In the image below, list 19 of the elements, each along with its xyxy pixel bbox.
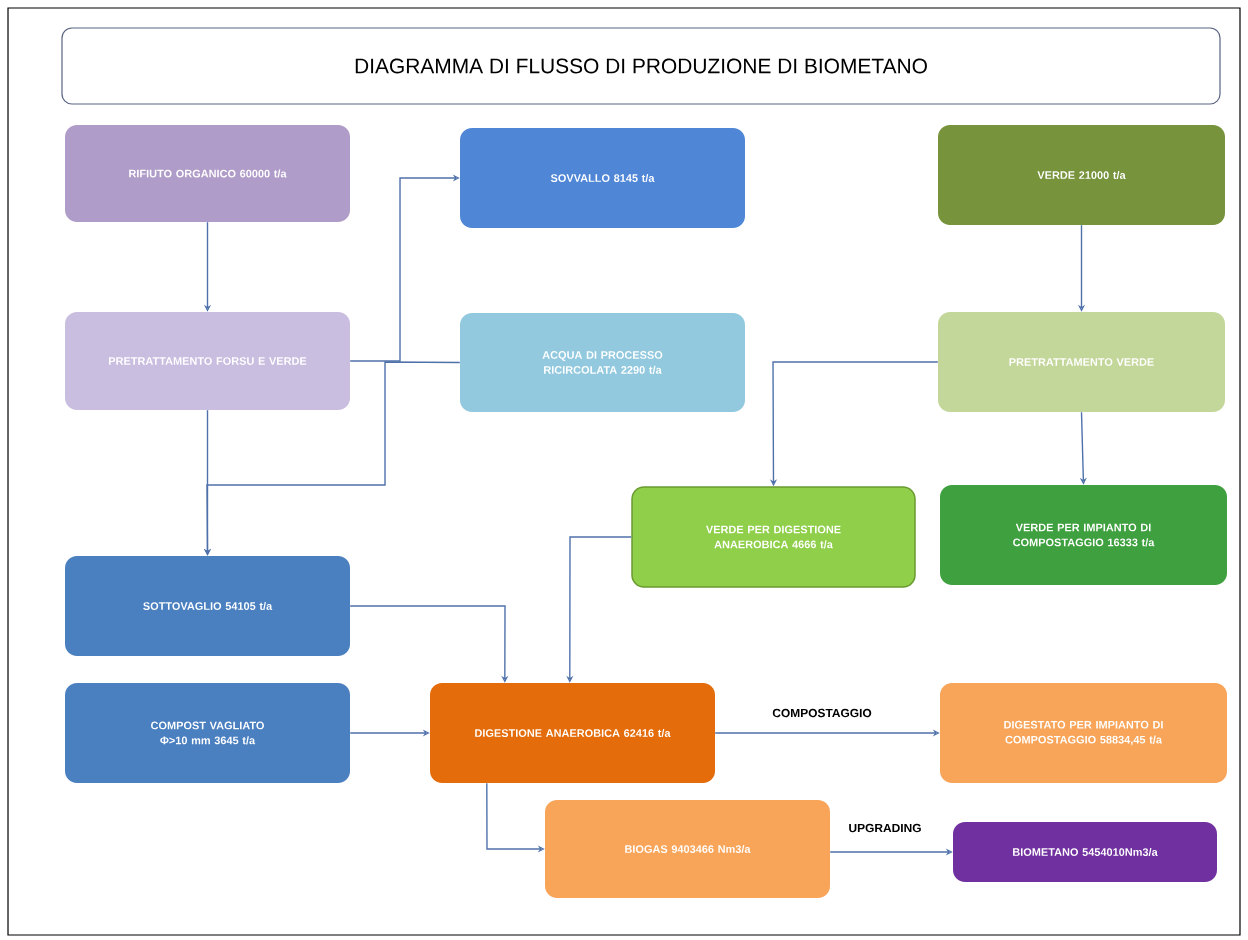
arrow: [349, 174, 460, 362]
process-box: PRETRATTAMENTO VERDE: [938, 312, 1225, 412]
process-box: VERDE PER DIGESTIONE ANAEROBICA 4666 t/a: [631, 486, 916, 588]
process-box: SOTTOVAGLIO 54105 t/a: [65, 556, 350, 656]
arrow: [349, 605, 509, 683]
process-box: SOVVALLO 8145 t/a: [460, 128, 745, 228]
process-box: DIGESTATO PER IMPIANTO DI COMPOSTAGGIO 58834,45 t/a: [940, 683, 1227, 783]
process-box: PRETRATTAMENTO FORSU E VERDE: [65, 312, 350, 410]
process-box: BIOGAS 9403466 Nm3/a: [545, 800, 830, 898]
title-box: DIAGRAMMA DI FLUSSO DI PRODUZIONE DI BIOMETANO: [61, 27, 1221, 105]
process-box: ACQUA DI PROCESSO RICIRCOLATA 2290 t/a: [460, 313, 745, 412]
edge-label: COMPOSTAGGIO: [771, 707, 873, 719]
process-box: DIGESTIONE ANAEROBICA 62416 t/a: [430, 683, 715, 783]
edge-label: UPGRADING: [847, 822, 923, 834]
process-box: BIOMETANO 5454010Nm3/a: [953, 822, 1217, 882]
process-box: RIFIUTO ORGANICO 60000 t/a: [65, 125, 350, 222]
process-box: COMPOST VAGLIATO Φ>10 mm 3645 t/a: [65, 683, 350, 783]
process-box: VERDE PER IMPIANTO DI COMPOSTAGGIO 16333 t/a: [940, 485, 1227, 585]
process-box: VERDE 21000 t/a: [938, 125, 1225, 225]
